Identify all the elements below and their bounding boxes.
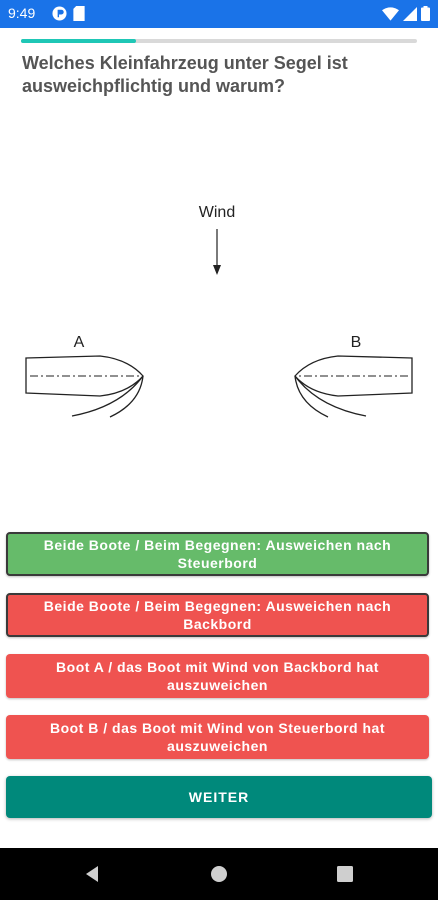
answer-option-4[interactable]: Boot B / das Boot mit Wind von Steuerbor…: [6, 715, 429, 759]
answer-option-1[interactable]: Beide Boote / Beim Begegnen: Ausweichen …: [6, 532, 429, 576]
boat-b-label: B: [351, 334, 362, 351]
answer-option-2[interactable]: Beide Boote / Beim Begegnen: Ausweichen …: [6, 593, 429, 637]
answer-option-3[interactable]: Boot A / das Boot mit Wind von Backbord …: [6, 654, 429, 698]
home-icon[interactable]: [210, 865, 228, 883]
sailing-diagram: Wind A B: [25, 204, 413, 418]
signal-icon: [403, 6, 417, 21]
back-icon[interactable]: [83, 865, 101, 883]
question-text: Welches Kleinfahrzeug unter Segel ist au…: [22, 53, 348, 96]
boat-a-label: A: [74, 334, 85, 351]
quiz-progress-fill: [21, 39, 136, 43]
sim-card-icon: [73, 6, 85, 21]
battery-icon: [421, 6, 430, 21]
status-bar: 9:49: [0, 0, 438, 28]
wind-label: Wind: [199, 204, 235, 221]
status-time: 9:49: [8, 5, 36, 21]
navigation-bar: [0, 848, 438, 900]
continue-button[interactable]: WEITER: [6, 776, 432, 818]
wifi-icon: [382, 6, 399, 21]
quiz-progress-bar: [21, 39, 417, 43]
recents-icon[interactable]: [337, 866, 353, 882]
wind-arrow-icon: [213, 229, 221, 275]
app-notification-icon: [52, 6, 67, 21]
boat-b-icon: [294, 355, 413, 418]
boat-a-icon: [25, 355, 144, 418]
